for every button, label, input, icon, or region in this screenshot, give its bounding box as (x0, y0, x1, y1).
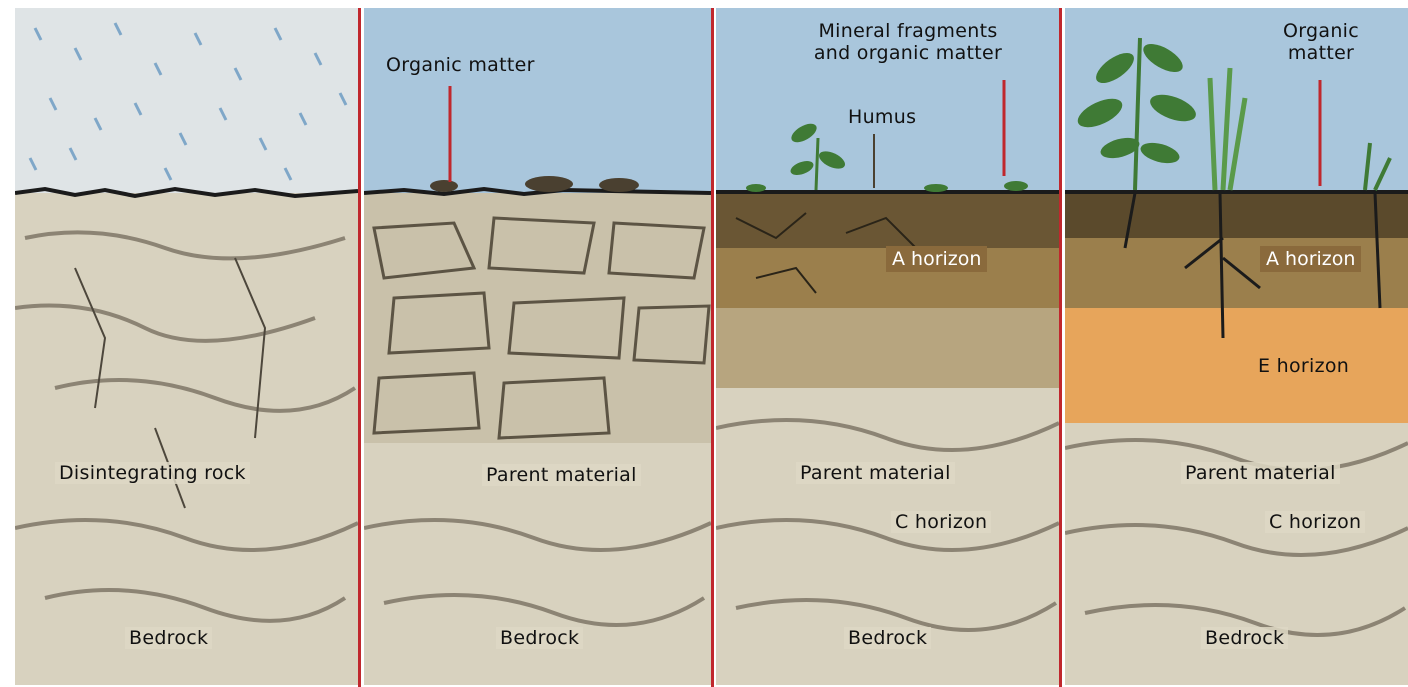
label-e-horizon: E horizon (1258, 355, 1349, 377)
label-bedrock: Bedrock (1201, 627, 1288, 649)
label-bedrock: Bedrock (125, 627, 212, 649)
label-parent-material: Parent material (796, 462, 955, 484)
label-organic-matter-line2: matter (1251, 42, 1391, 64)
dark-topsoil (1065, 193, 1408, 238)
panel-a-horizon: Mineral fragments and organic matter Hum… (716, 8, 1059, 685)
label-organic-matter-line1: Organic (1251, 20, 1391, 42)
rock-layer (15, 193, 358, 685)
label-bedrock: Bedrock (844, 627, 931, 649)
label-bedrock: Bedrock (496, 627, 583, 649)
label-humus: Humus (848, 106, 916, 128)
label-mineral-fragments-line2: and organic matter (778, 42, 1038, 64)
label-organic-matter: Organic matter (1251, 20, 1391, 64)
label-disintegrating-rock: Disintegrating rock (55, 462, 250, 484)
panel-disintegrating-rock: Disintegrating rock Bedrock (15, 8, 358, 685)
sky (364, 8, 711, 193)
label-mineral-fragments-line1: Mineral fragments (778, 20, 1038, 42)
label-mineral-fragments: Mineral fragments and organic matter (778, 20, 1038, 64)
panel-separator (358, 8, 361, 687)
label-parent-material: Parent material (1181, 462, 1340, 484)
label-parent-material: Parent material (482, 464, 641, 486)
label-c-horizon: C horizon (891, 511, 991, 533)
label-a-horizon: A horizon (1260, 246, 1361, 272)
label-c-horizon: C horizon (1265, 511, 1365, 533)
panel-mature-soil: Organic matter A horizon E horizon Paren… (1065, 8, 1408, 685)
label-a-horizon: A horizon (886, 246, 987, 272)
label-organic-matter: Organic matter (386, 54, 535, 76)
panel-2-illustration (364, 8, 711, 685)
e-horizon-layer (1065, 308, 1408, 423)
panel-organic-matter: Organic matter Parent material Bedrock (364, 8, 711, 685)
transition-layer (716, 308, 1059, 388)
panel-1-illustration (15, 8, 358, 685)
panel-separator (711, 8, 714, 687)
rainy-sky (15, 8, 358, 193)
panel-4-illustration (1065, 8, 1408, 685)
weathered-layer (364, 193, 711, 443)
panel-separator (1059, 8, 1062, 687)
